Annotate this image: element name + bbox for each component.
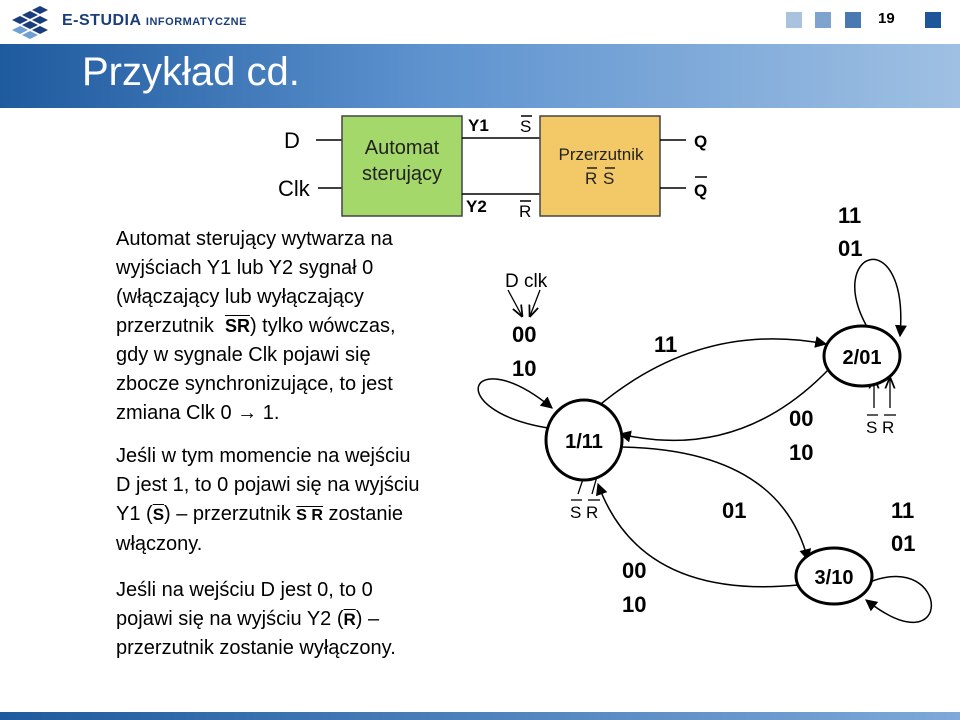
s-bar-label: S bbox=[520, 117, 531, 136]
state-1-outputs: S R bbox=[570, 503, 598, 522]
loop3-label-a: 11 bbox=[891, 498, 914, 523]
title-bar bbox=[0, 44, 960, 108]
p2-line-1: Jeśli w tym momencie na wejściu bbox=[116, 445, 411, 467]
arrow-icon: → bbox=[237, 402, 258, 424]
header-square-4 bbox=[925, 12, 941, 28]
p1-line-1: Automat sterujący wytwarza na bbox=[116, 228, 393, 250]
p3-line-3: przerzutnik zostanie wyłączony. bbox=[116, 637, 396, 659]
controller-label-2: sterujący bbox=[362, 163, 442, 185]
flipflop-s-label: S bbox=[603, 169, 614, 188]
y2-label: Y2 bbox=[466, 197, 487, 216]
loop1-label-a: 00 bbox=[512, 322, 536, 347]
bottom-bar bbox=[0, 712, 960, 720]
brand-name: E-STUDIA INFORMATYCZNE bbox=[62, 12, 247, 30]
p1-text-c: zmiana Clk 0 bbox=[116, 402, 238, 424]
t13-label: 01 bbox=[722, 498, 746, 523]
t21-label-a: 00 bbox=[789, 406, 813, 431]
slide-title: Przykład cd. bbox=[82, 50, 300, 94]
loop1-label-b: 10 bbox=[512, 356, 536, 381]
header-square-2 bbox=[815, 12, 831, 28]
state-2-label: 2/01 bbox=[843, 347, 882, 369]
t31-label-b: 10 bbox=[622, 592, 646, 617]
s-overline: S bbox=[152, 505, 165, 524]
p2-text-a: Y1 ( bbox=[116, 503, 153, 525]
flipflop-label: Przerzutnik bbox=[558, 145, 644, 164]
top-header: E-STUDIA INFORMATYCZNE 19 bbox=[0, 0, 960, 44]
p3-line-1: Jeśli na wejściu D jest 0, to 0 bbox=[116, 579, 373, 601]
p1-text-d: 1. bbox=[257, 402, 280, 424]
p1-line-6: zbocze synchronizujące, to jest bbox=[116, 373, 393, 395]
qbar-output-label: Q bbox=[694, 181, 707, 200]
logo-icon bbox=[12, 6, 48, 39]
s-r-overline: S R bbox=[296, 507, 323, 524]
p2-text-b: ) – przerzutnik bbox=[164, 503, 297, 525]
edge-3-to-1 bbox=[596, 482, 799, 588]
state-2-node bbox=[822, 324, 902, 388]
p3-line-2: pojawi się na wyjściu Y2 (R) – bbox=[116, 605, 396, 634]
input-legend: D clk bbox=[505, 271, 548, 292]
flipflop-r-label: R bbox=[585, 169, 597, 188]
t12-label: 11 bbox=[654, 332, 677, 357]
y1-label: Y1 bbox=[468, 116, 489, 135]
d-legend-arrow bbox=[507, 289, 522, 316]
p1-line-2: wyjściach Y1 lub Y2 sygnał 0 bbox=[116, 257, 374, 279]
t31-label-a: 00 bbox=[622, 558, 646, 583]
controller-box bbox=[341, 115, 463, 217]
loop-state-1 bbox=[477, 378, 553, 429]
edge-1-to-3 bbox=[621, 446, 812, 562]
brand-main: E-STUDIA bbox=[62, 12, 141, 29]
edge-2-to-1 bbox=[618, 367, 831, 443]
loop-state-3 bbox=[865, 575, 933, 624]
paragraph-3: Jeśli na wejściu D jest 0, to 0 pojawi s… bbox=[116, 576, 396, 663]
loop3-label-b: 01 bbox=[891, 531, 915, 556]
flipflop-box bbox=[539, 115, 661, 217]
controller-label-1: Automat bbox=[365, 137, 440, 159]
p3-text-b: ) – bbox=[355, 608, 380, 630]
block-diagram: D Clk Automat sterujący Y1 Y2 S R Przerz… bbox=[278, 115, 707, 220]
sr-overline: SR bbox=[224, 316, 250, 336]
state-1-node bbox=[544, 398, 624, 482]
p1-line-7: zmiana Clk 0 → 1. bbox=[116, 399, 396, 428]
p2-line-2: D jest 1, to 0 pojawi się na wyjściu bbox=[116, 474, 420, 496]
p1-text-b: ) tylko wówczas, bbox=[249, 315, 396, 337]
r-bar-label: R bbox=[519, 202, 531, 220]
clk-input-label: Clk bbox=[278, 176, 311, 201]
p2-line-4: włączony. bbox=[116, 533, 203, 555]
d-input-label: D bbox=[284, 128, 300, 153]
loop2-label-b: 01 bbox=[838, 236, 862, 261]
q-output-label: Q bbox=[694, 132, 707, 151]
brand-sub: INFORMATYCZNE bbox=[145, 16, 247, 28]
state-2-outputs: S R bbox=[866, 418, 894, 437]
loop2-label-a: 11 bbox=[838, 203, 861, 228]
state-3-label: 3/10 bbox=[815, 567, 854, 589]
header-square-1 bbox=[786, 12, 802, 28]
p1-line-5: gdy w sygnale Clk pojawi się bbox=[116, 344, 371, 366]
p1-line-4: przerzutnik SR) tylko wówczas, bbox=[116, 312, 396, 341]
p1-line-3: (włączający lub wyłączający bbox=[116, 286, 364, 308]
loop-state-2 bbox=[854, 258, 907, 338]
r-overline: R bbox=[343, 610, 356, 629]
p2-line-3: Y1 (S) – przerzutnik S R zostanie bbox=[116, 500, 419, 530]
paragraph-1: Automat sterujący wytwarza na wyjściach … bbox=[116, 225, 396, 428]
t21-label-b: 10 bbox=[789, 440, 813, 465]
clk-legend-arrow bbox=[530, 289, 541, 316]
state-1-label: 1/11 bbox=[565, 431, 603, 453]
header-square-3 bbox=[845, 12, 861, 28]
paragraph-2: Jeśli w tym momencie na wejściu D jest 1… bbox=[116, 442, 419, 559]
state-graph: 1/11 2/01 3/10 D clk S R S R 00 10 11 00… bbox=[477, 203, 933, 624]
p3-text-a: pojawi się na wyjściu Y2 ( bbox=[116, 608, 344, 630]
edge-1-to-2 bbox=[595, 336, 828, 409]
page-number: 19 bbox=[878, 10, 895, 27]
p2-text-c: zostanie bbox=[322, 503, 404, 525]
p1-text: przerzutnik bbox=[116, 315, 214, 337]
state-3-node bbox=[794, 546, 874, 606]
